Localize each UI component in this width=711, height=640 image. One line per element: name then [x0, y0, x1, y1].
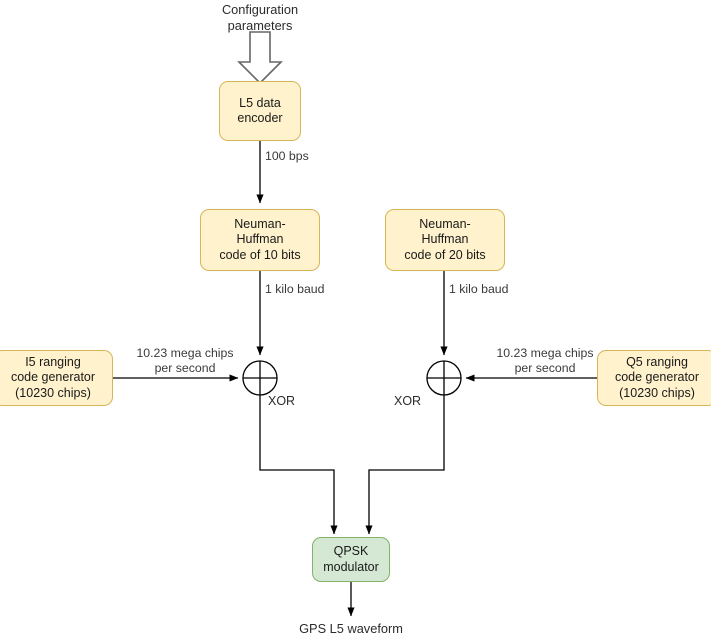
node-i5-ranging-code-generator[interactable]: I5 ranging code generator (10230 chips) — [0, 350, 113, 406]
xor-left-label: XOR — [268, 394, 296, 408]
output-label-gps-l5-waveform: GPS L5 waveform — [299, 621, 403, 636]
config-parameters-label: Configuration parameters — [221, 2, 299, 33]
xor-left-circle — [242, 360, 278, 396]
block-arrow-config — [237, 31, 283, 85]
edge-label-nh10-kilo-baud: 1 kilo baud — [265, 282, 325, 296]
node-l5-data-encoder[interactable]: L5 data encoder — [219, 81, 301, 141]
xor-right-label: XOR — [394, 394, 422, 408]
xor-right-circle — [426, 360, 462, 396]
node-qpsk-modulator[interactable]: QPSK modulator — [312, 537, 390, 582]
edge-label-q5-chip-rate: 10.23 mega chips per second — [496, 346, 594, 375]
node-neuman-huffman-20[interactable]: Neuman- Huffman code of 20 bits — [385, 209, 505, 271]
edge-label-100-bps: 100 bps — [265, 149, 309, 163]
node-neuman-huffman-10[interactable]: Neuman- Huffman code of 10 bits — [200, 209, 320, 271]
node-q5-ranging-code-generator[interactable]: Q5 ranging code generator (10230 chips) — [597, 350, 711, 406]
edge-label-i5-chip-rate: 10.23 mega chips per second — [136, 346, 234, 375]
edge-label-nh20-kilo-baud: 1 kilo baud — [449, 282, 509, 296]
wire-xorleft-to-qpsk — [259, 395, 338, 535]
wire-xorright-to-qpsk — [365, 395, 445, 535]
